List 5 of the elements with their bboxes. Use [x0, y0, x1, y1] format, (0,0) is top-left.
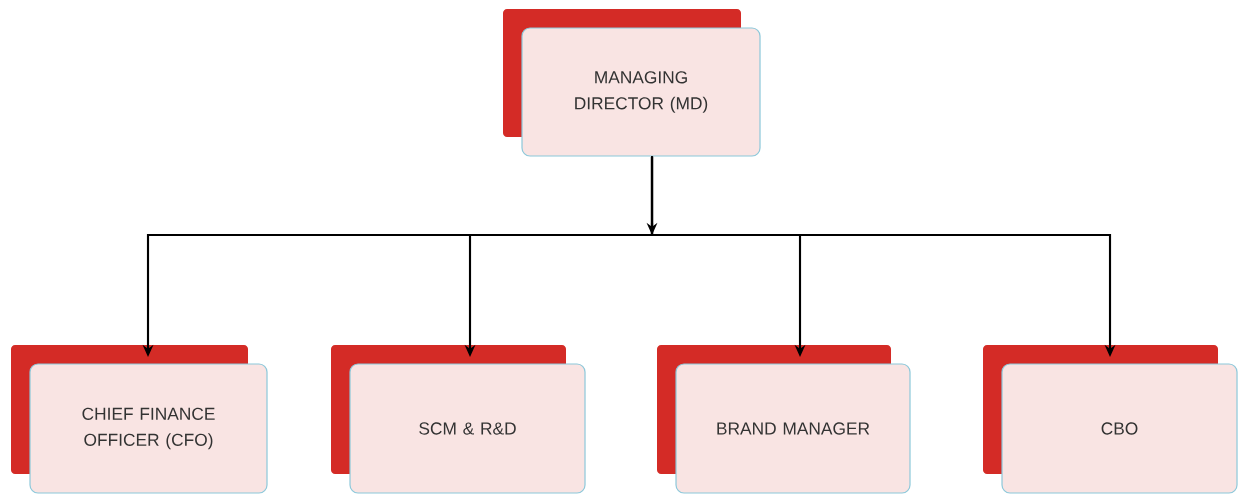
org-box: SCM & R&D	[331, 345, 586, 494]
org-box: CHIEF FINANCE OFFICER (CFO)	[11, 345, 268, 494]
org-box: CBO	[983, 345, 1238, 494]
org-box: BRAND MANAGER	[657, 345, 911, 494]
org-box: MANAGING DIRECTOR (MD)	[503, 9, 761, 157]
